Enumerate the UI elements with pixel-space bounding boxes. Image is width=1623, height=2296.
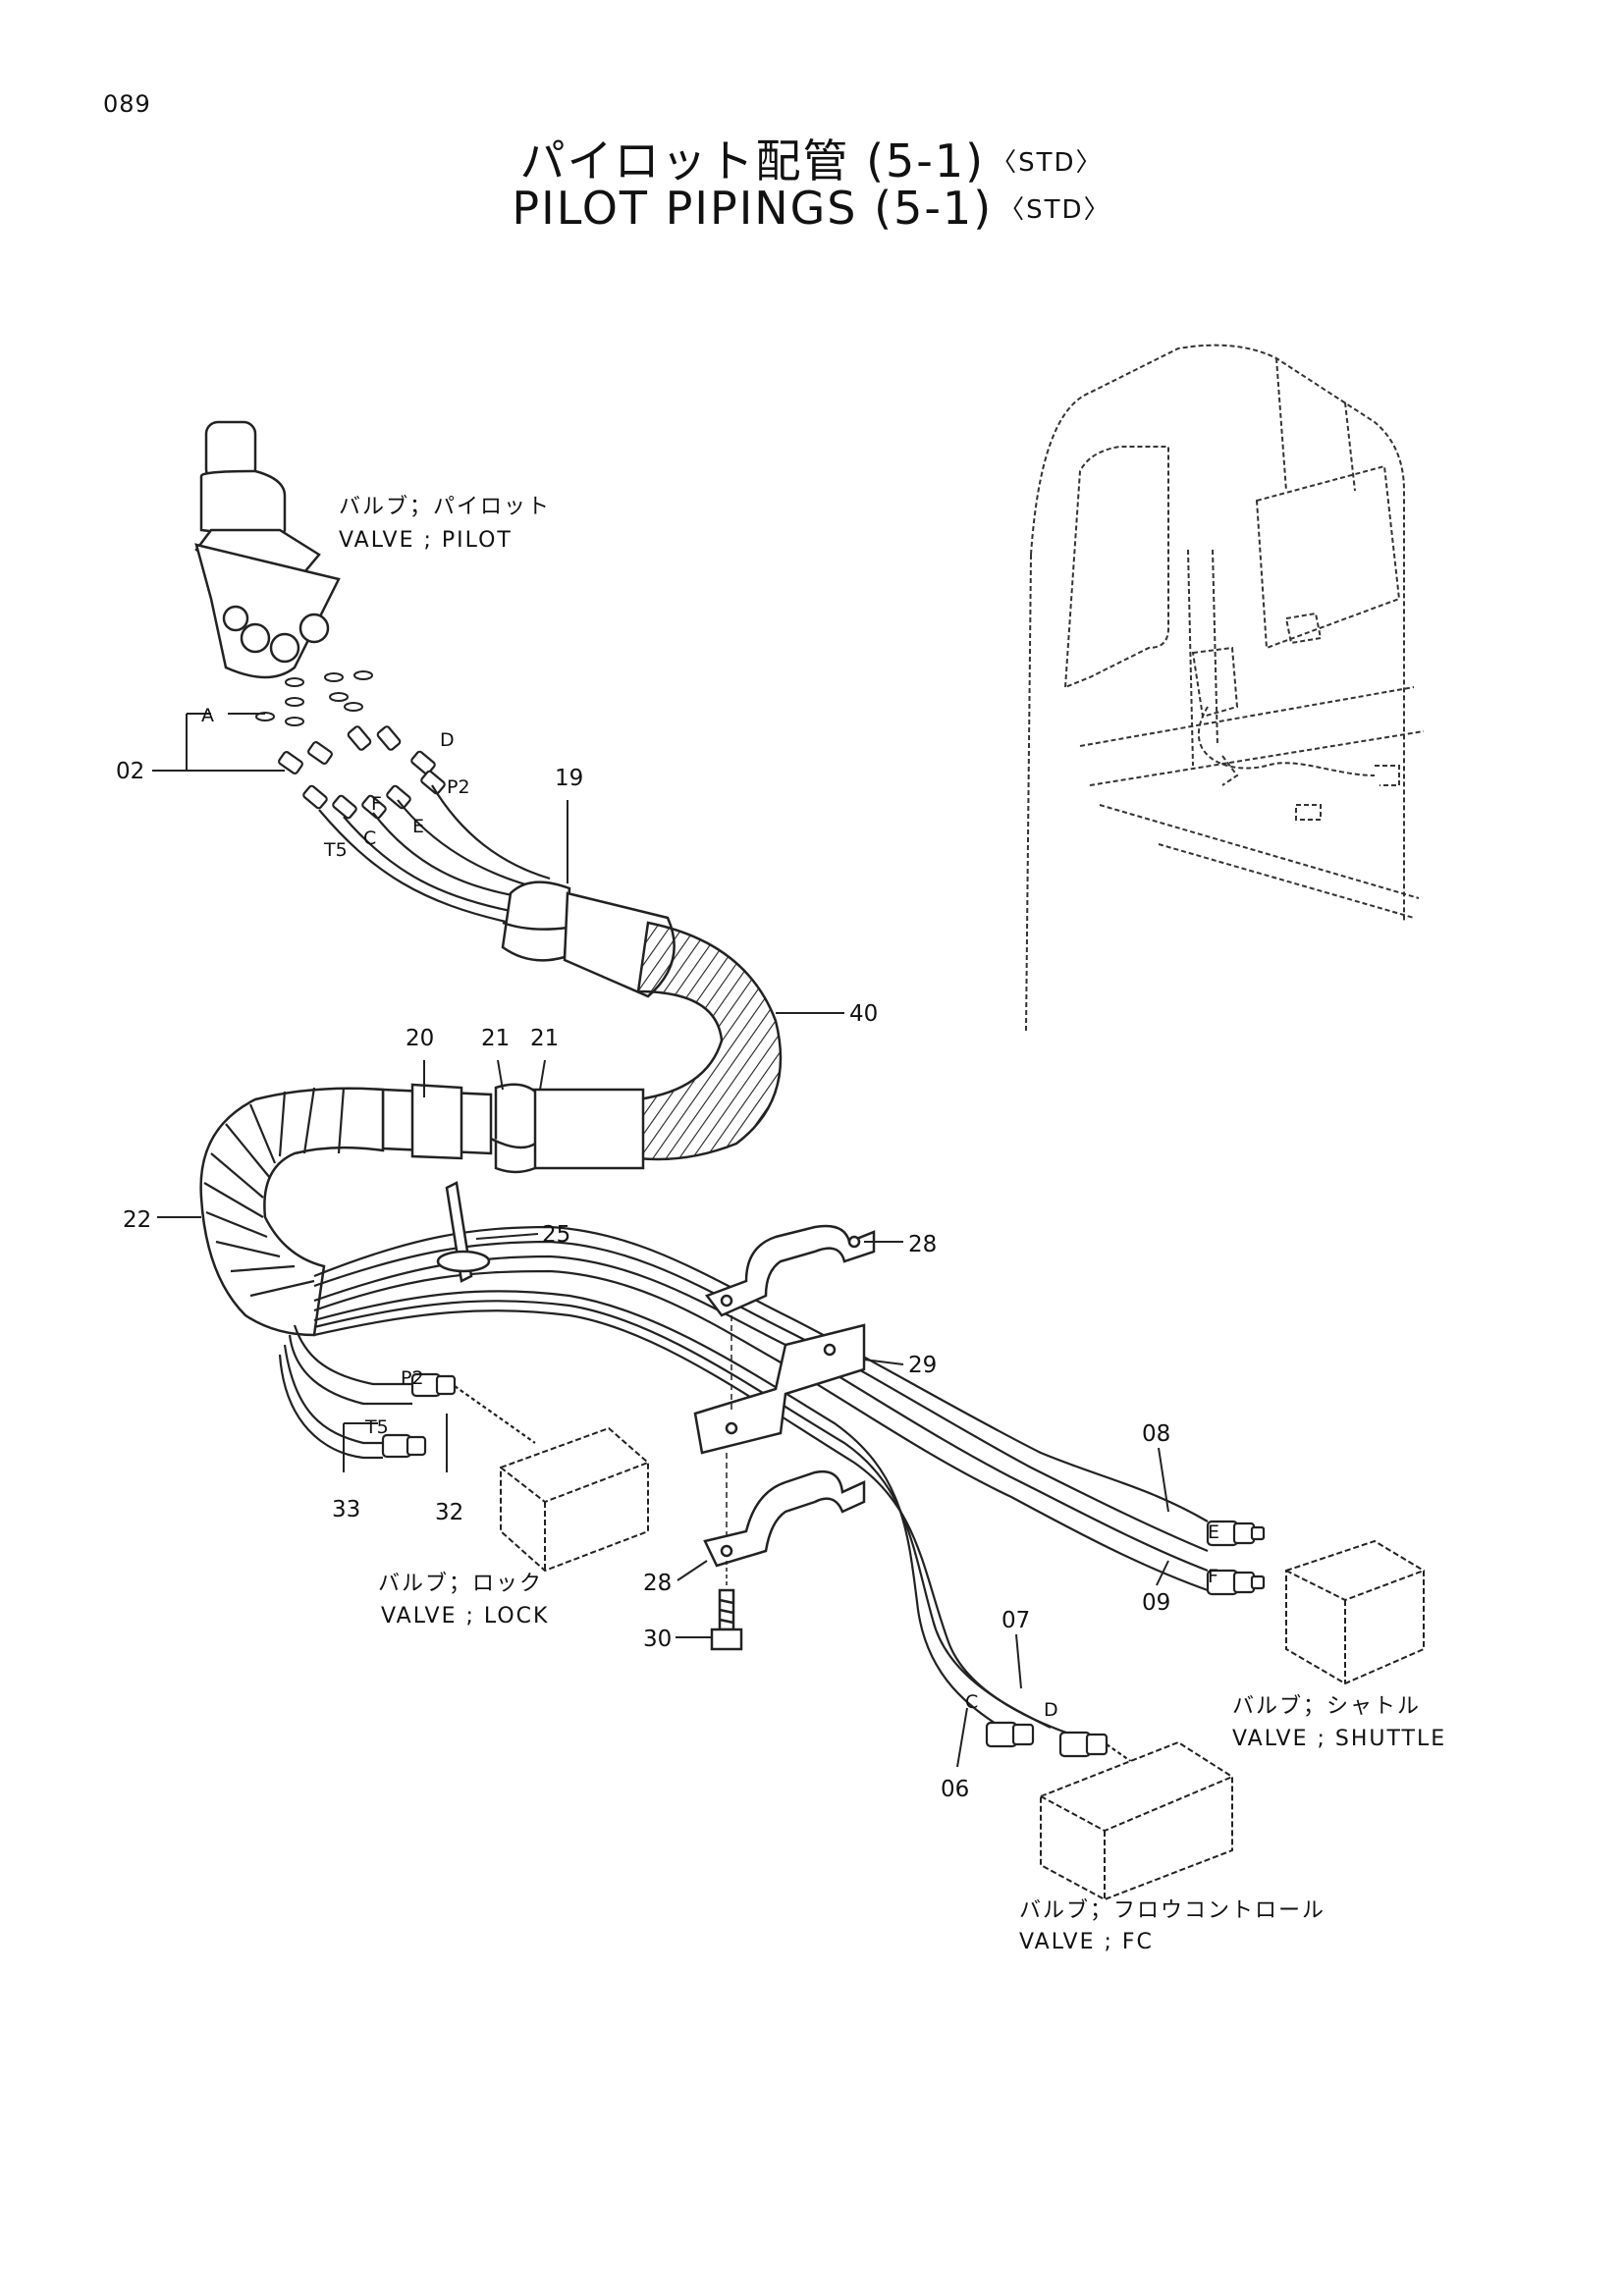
lock-valve-label-jp: バルブ；ロック <box>378 1572 543 1596</box>
pilot-valve-label-en: VALVE ; PILOT <box>339 528 513 553</box>
callout-06: 06 <box>941 1777 969 1802</box>
callout-07: 07 <box>1001 1608 1030 1633</box>
page-title-en: PILOT PIPINGS (5-1)〈STD〉 <box>0 182 1623 235</box>
lock-valve-box <box>500 1426 649 1573</box>
lock-valve-fittings <box>381 1372 536 1459</box>
callout-21-right: 21 <box>530 1026 559 1051</box>
port-d-fc: D <box>1044 1699 1058 1721</box>
callout-21-left: 21 <box>481 1026 510 1051</box>
band-19 <box>501 881 571 962</box>
pilot-fittings <box>278 725 446 820</box>
callout-28-lower: 28 <box>643 1571 672 1596</box>
callout-25: 25 <box>542 1222 570 1248</box>
callout-02: 02 <box>116 759 144 784</box>
port-f-shuttle: F <box>1208 1566 1218 1587</box>
port-p2-lower: P2 <box>401 1367 424 1389</box>
callout-28-upper: 28 <box>908 1232 937 1257</box>
callout-22: 22 <box>123 1207 151 1233</box>
pilot-valve-illustration <box>194 420 373 726</box>
plate-29 <box>693 1315 866 1541</box>
port-t5-top: T5 <box>323 839 348 861</box>
port-e-shuttle: E <box>1208 1522 1219 1543</box>
band-21-sleeve <box>490 1083 645 1174</box>
port-c-top: C <box>363 828 376 849</box>
leader-lines <box>152 713 1169 1768</box>
title-en-text: PILOT PIPINGS (5-1) <box>512 182 994 235</box>
title-jp-variant: 〈STD〉 <box>991 148 1104 178</box>
page-title-jp: パイロット配管 (5-1)〈STD〉 <box>0 126 1623 190</box>
valve-labels: バルブ；パイロット VALVE ; PILOT バルブ；ロック VALVE ; … <box>339 495 1446 1954</box>
pilot-hose-bundle <box>318 784 551 925</box>
band-20 <box>381 1083 493 1160</box>
port-c-fc: C <box>965 1691 978 1713</box>
fc-valve-fittings <box>985 1721 1140 1768</box>
callout-20: 20 <box>406 1026 434 1051</box>
callout-40: 40 <box>849 1001 878 1027</box>
lock-valve-label-en: VALVE ; LOCK <box>381 1604 549 1629</box>
callout-29: 29 <box>908 1353 937 1378</box>
fc-valve-label-en: VALVE ; FC <box>1019 1930 1154 1954</box>
port-p2-top: P2 <box>447 776 470 798</box>
corrugated-hose-40 <box>636 921 783 1161</box>
title-jp-text: パイロット配管 (5-1) <box>519 134 986 187</box>
callouts: 02 19 40 20 21 21 22 25 28 29 28 30 33 3… <box>116 759 1170 1802</box>
page-number: 089 <box>103 90 151 118</box>
bolt-30 <box>710 1561 743 1651</box>
fc-valve-label-jp: バルブ；フロウコントロール <box>1019 1898 1325 1923</box>
lower-hose-bundle <box>278 1225 1209 1739</box>
callout-33: 33 <box>332 1497 360 1522</box>
callout-32: 32 <box>435 1500 463 1525</box>
callout-09: 09 <box>1142 1590 1170 1616</box>
fc-valve-box <box>1040 1740 1233 1901</box>
shuttle-valve-label-jp: バルブ；シャトル <box>1232 1694 1421 1719</box>
shuttle-valve-fittings <box>1206 1520 1266 1596</box>
title-en-variant: 〈STD〉 <box>999 195 1111 225</box>
port-d: D <box>440 729 455 751</box>
port-t5-lower: T5 <box>364 1416 389 1438</box>
port-f-top: F <box>371 793 382 815</box>
port-labels: A D P2 F E C T5 P2 T5 E F C D <box>201 705 1219 1721</box>
callout-19: 19 <box>555 766 583 791</box>
spiral-wrap-22 <box>199 1087 385 1337</box>
cab-inset-illustration <box>1025 344 1425 1032</box>
pilot-valve-label-jp: バルブ；パイロット <box>339 495 551 519</box>
clamp-28-upper <box>704 1224 876 1317</box>
shuttle-valve-box <box>1285 1539 1425 1685</box>
shuttle-valve-label-en: VALVE ; SHUTTLE <box>1232 1727 1446 1751</box>
clamp-28-lower <box>703 1469 866 1568</box>
port-a: A <box>201 705 214 726</box>
clamp-25 <box>436 1181 491 1283</box>
port-e-top: E <box>412 816 424 837</box>
callout-30: 30 <box>643 1627 672 1652</box>
callout-08: 08 <box>1142 1421 1170 1447</box>
